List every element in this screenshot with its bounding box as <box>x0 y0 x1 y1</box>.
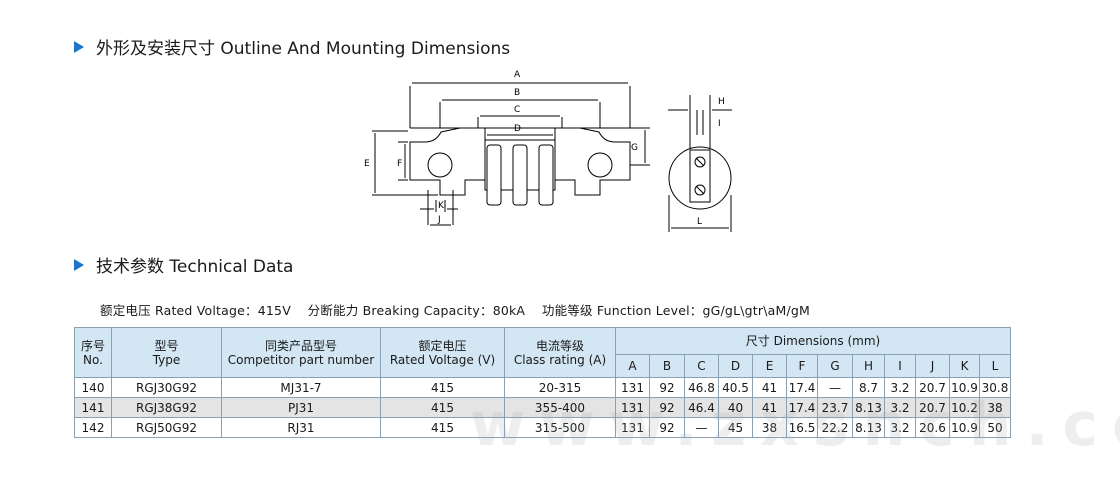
cell-dim-j: 20.7 <box>915 377 950 398</box>
dim-label-d: D <box>514 124 521 134</box>
rated-voltage-text: 额定电压 Rated Voltage：415V <box>100 303 291 318</box>
cell-dim-e: 41 <box>752 377 787 398</box>
cell-voltage: 415 <box>380 397 505 418</box>
header-dim-a: A <box>615 354 650 378</box>
cell-dim-k: 10.9 <box>949 377 980 398</box>
dim-label-h: H <box>718 97 725 107</box>
header-dim-i: I <box>884 354 916 378</box>
dim-label-c: C <box>514 105 520 115</box>
cell-dim-h: 8.13 <box>852 397 885 418</box>
triangle-bullet-icon <box>74 40 84 53</box>
cell-competitor: PJ31 <box>221 397 381 418</box>
cell-dim-a: 131 <box>615 417 650 438</box>
cell-type: RGJ38G92 <box>111 397 222 418</box>
cell-dim-c: 46.4 <box>684 397 719 418</box>
outline-section-title: 外形及安装尺寸 Outline And Mounting Dimensions <box>74 34 510 59</box>
dim-label-j: J <box>437 215 441 225</box>
cell-dim-l: 30.8 <box>979 377 1011 398</box>
cell-voltage: 415 <box>380 417 505 438</box>
cell-dim-l: 50 <box>979 417 1011 438</box>
outline-title-text: 外形及安装尺寸 Outline And Mounting Dimensions <box>96 39 511 59</box>
header-dim-c: C <box>684 354 719 378</box>
cell-dim-a: 131 <box>615 377 650 398</box>
cell-class: 20-315 <box>504 377 616 398</box>
dim-label-e: E <box>364 159 370 169</box>
cell-dim-e: 41 <box>752 397 787 418</box>
cell-dim-j: 20.7 <box>915 397 950 418</box>
dim-label-f: F <box>397 159 402 169</box>
header-dim-k: K <box>949 354 980 378</box>
dim-label-a: A <box>514 70 521 80</box>
header-dim-j: J <box>915 354 950 378</box>
cell-competitor: MJ31-7 <box>221 377 381 398</box>
function-level-text: 功能等级 Function Level：gG/gL\gtr\aM/gM <box>541 303 811 318</box>
cell-dim-g: 23.7 <box>817 397 853 418</box>
cell-dim-e: 38 <box>752 417 787 438</box>
cell-class: 315-500 <box>504 417 616 438</box>
dim-label-i: I <box>718 119 721 129</box>
cell-dim-g: — <box>817 377 853 398</box>
cell-dim-c: — <box>684 417 719 438</box>
cell-dim-b: 92 <box>649 417 685 438</box>
breaking-capacity-text: 分断能力 Breaking Capacity：80kA <box>307 303 526 318</box>
header-dim-d: D <box>718 354 753 378</box>
cell-dim-i: 3.2 <box>884 397 916 418</box>
cell-dim-k: 10.2 <box>949 397 980 418</box>
cell-dim-a: 131 <box>615 397 650 418</box>
ratings-line: 额定电压 Rated Voltage：415V 分断能力 Breaking Ca… <box>100 300 810 319</box>
cell-dim-f: 16.5 <box>786 417 818 438</box>
header-dim-b: B <box>649 354 685 378</box>
cell-dim-c: 46.8 <box>684 377 719 398</box>
cell-dim-i: 3.2 <box>884 377 916 398</box>
cell-dim-b: 92 <box>649 397 685 418</box>
cell-no: 141 <box>74 397 112 418</box>
cell-dim-f: 17.4 <box>786 377 818 398</box>
cell-dim-d: 45 <box>718 417 753 438</box>
cell-dim-f: 17.4 <box>786 397 818 418</box>
cell-dim-i: 3.2 <box>884 417 916 438</box>
cell-dim-d: 40 <box>718 397 753 418</box>
cell-dim-k: 10.9 <box>949 417 980 438</box>
dim-label-l: L <box>697 217 702 227</box>
header-dim-l: L <box>979 354 1011 378</box>
cell-dim-h: 8.7 <box>852 377 885 398</box>
cell-dim-h: 8.13 <box>852 417 885 438</box>
technical-section-title: 技术参数 Technical Data <box>74 252 293 277</box>
cell-no: 142 <box>74 417 112 438</box>
header-dim-e: E <box>752 354 787 378</box>
cell-type: RGJ50G92 <box>111 417 222 438</box>
header-dim-h: H <box>852 354 885 378</box>
header-dimensions: 尺寸 Dimensions (mm) <box>615 327 1011 355</box>
cell-dim-j: 20.6 <box>915 417 950 438</box>
cell-type: RGJ30G92 <box>111 377 222 398</box>
cell-class: 355-400 <box>504 397 616 418</box>
dim-label-g: G <box>631 143 638 153</box>
header-dim-f: F <box>786 354 818 378</box>
cell-dim-g: 22.2 <box>817 417 853 438</box>
outline-drawing: A B C D E F G H I J K L <box>364 70 732 232</box>
cell-dim-l: 38 <box>979 397 1011 418</box>
cell-competitor: RJ31 <box>221 417 381 438</box>
triangle-bullet-icon <box>74 258 84 271</box>
header-dim-g: G <box>817 354 853 378</box>
cell-voltage: 415 <box>380 377 505 398</box>
technical-title-text: 技术参数 Technical Data <box>96 257 294 277</box>
cell-no: 140 <box>74 377 112 398</box>
dim-label-b: B <box>514 88 520 98</box>
cell-dim-b: 92 <box>649 377 685 398</box>
cell-dim-d: 40.5 <box>718 377 753 398</box>
dim-label-k: K <box>438 201 445 211</box>
